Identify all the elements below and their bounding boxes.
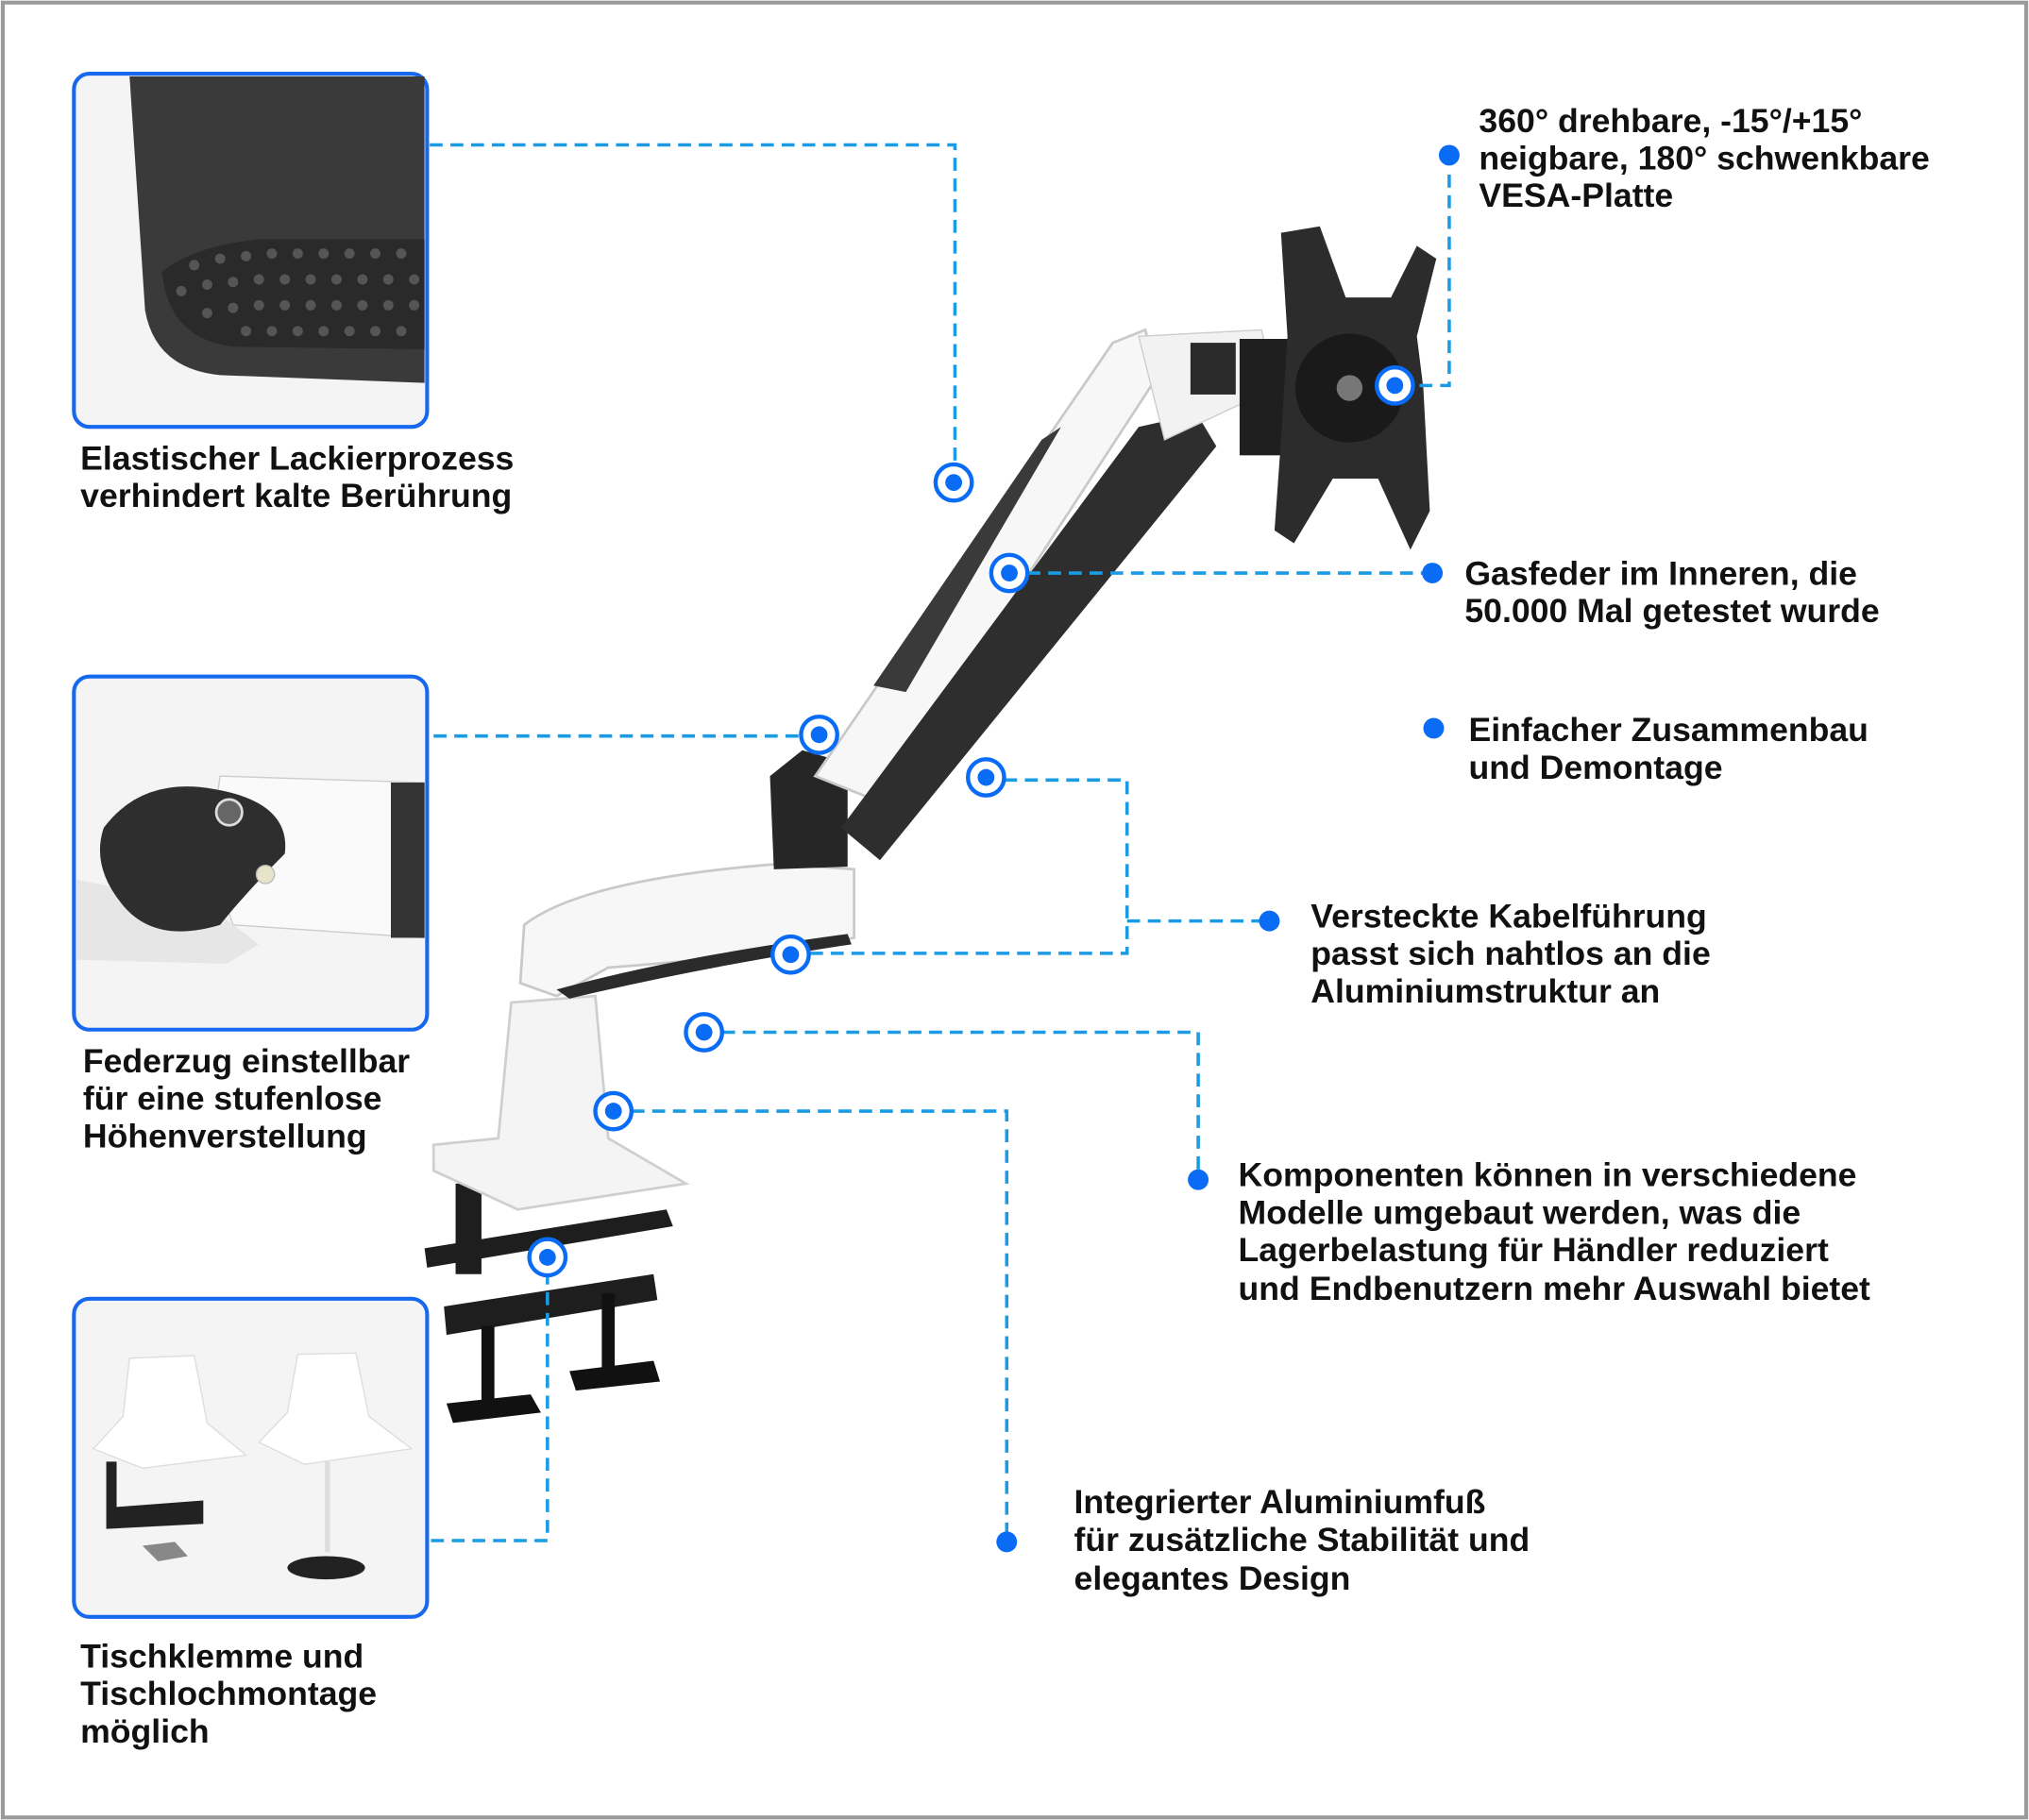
inset-paint-caption: Elastischer Lackierprozess verhindert ka… <box>80 439 523 514</box>
callout-bullets <box>996 144 1460 1553</box>
hotspot-vesa <box>1374 364 1415 406</box>
hotspot-cable-lower <box>770 934 811 975</box>
hotspot-paint <box>933 462 974 503</box>
inset-mounting-options <box>72 1296 430 1619</box>
callout-modular-components: Komponenten können in verschiedene Model… <box>1239 1156 1871 1308</box>
callout-aluminum-base: Integrierter Aluminiumfuß für zusätzlich… <box>1074 1483 1540 1597</box>
hotspot-gas-spring <box>989 552 1030 594</box>
hotspot-tension <box>799 714 839 755</box>
callout-gas-spring: Gasfeder im Inneren, die 50.000 Mal gete… <box>1464 554 1879 630</box>
callout-vesa-plate: 360° drehbare, -15°/+15° neigbare, 180° … <box>1479 102 1938 214</box>
callout-assembly: Einfacher Zusammenbau und Demontage <box>1468 711 1877 786</box>
monitor-arm-illustration <box>424 226 1437 1424</box>
hotspot-clamp <box>527 1237 568 1278</box>
inset-spring-caption: Federzug einstellbar für eine stufenlose… <box>83 1042 419 1154</box>
hotspot-cable-upper <box>965 757 1006 798</box>
inset-mounting-caption: Tischklemme und Tischlochmontage möglich <box>80 1637 386 1749</box>
callout-cable-management: Versteckte Kabelführung passt sich nahtl… <box>1310 897 1719 1009</box>
hotspot-base <box>593 1090 634 1132</box>
inset-paint-finish <box>72 72 430 430</box>
hotspot-markers <box>527 364 1415 1278</box>
hotspot-components <box>684 1012 725 1053</box>
inset-spring-tension <box>72 674 430 1032</box>
